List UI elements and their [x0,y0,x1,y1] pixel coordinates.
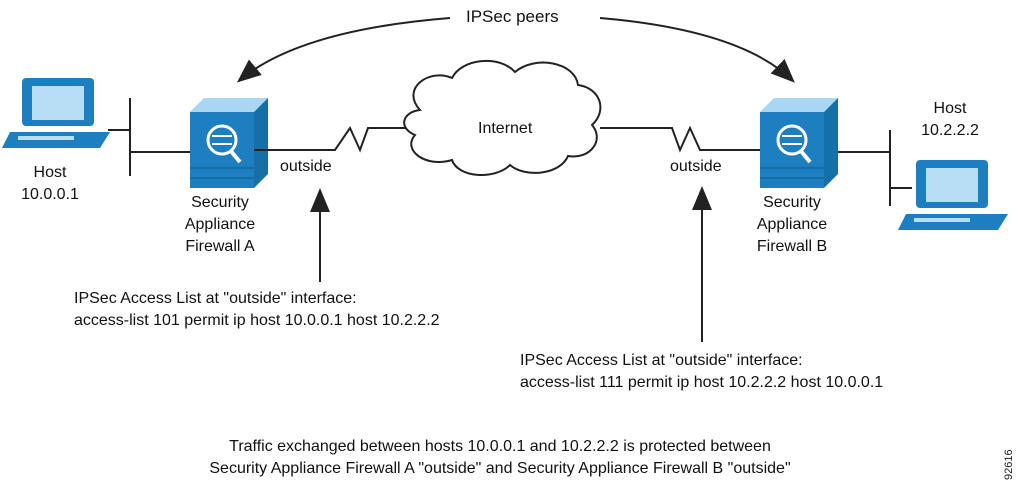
peers-arc [236,17,451,83]
peers-label: IPSec peers [462,6,563,28]
peers-arc-right [599,17,795,83]
wan-link-a [254,125,412,153]
firewall-b-label: Security Appliance Firewall B [742,192,842,258]
firewall-a-label: Security Appliance Firewall A [170,192,270,258]
figure-id: 92616 [1003,449,1015,480]
firewall-a-interface: outside [280,158,332,175]
firewall-b-line1: Security [763,194,821,211]
host-a-title: Host [33,164,67,181]
firewall-a-line3: Firewall A [185,238,255,255]
firewall-a-line2: Appliance [184,216,256,233]
acl-a-line1: IPSec Access List at "outside" interface… [74,290,357,307]
acl-b-line1: IPSec Access List at "outside" interface… [520,352,803,369]
host-b-title: Host [933,100,967,117]
host-a-label: Host 10.0.0.1 [10,162,90,206]
internet-label: Internet [478,120,533,137]
host-b-label: Host 10.2.2.2 [910,98,990,142]
firewall-b-icon [760,98,838,188]
firewall-a-line1: Security [191,194,249,211]
host-a-ip: 10.0.0.1 [21,186,79,203]
internet-cloud-icon [403,60,602,177]
host-b-computer-icon [898,160,1008,230]
acl-a-text: IPSec Access List at "outside" interface… [74,288,440,332]
footer-line1: Traffic exchanged between hosts 10.0.0.1… [229,438,771,455]
host-a-computer-icon [2,78,110,148]
firewall-b-line2: Appliance [756,216,828,233]
firewall-b-line3: Firewall B [756,238,828,255]
firewall-a-icon [190,98,268,188]
host-b-ip: 10.2.2.2 [921,122,979,139]
footer-caption: Traffic exchanged between hosts 10.0.0.1… [60,436,940,480]
acl-b-line2: access-list 111 permit ip host 10.2.2.2 … [520,374,884,391]
footer-line2: Security Appliance Firewall A "outside" … [209,460,791,477]
acl-b-text: IPSec Access List at "outside" interface… [520,350,883,394]
wan-link-b [600,125,760,153]
acl-a-line2: access-list 101 permit ip host 10.0.0.1 … [74,312,440,329]
firewall-b-interface: outside [670,158,722,175]
